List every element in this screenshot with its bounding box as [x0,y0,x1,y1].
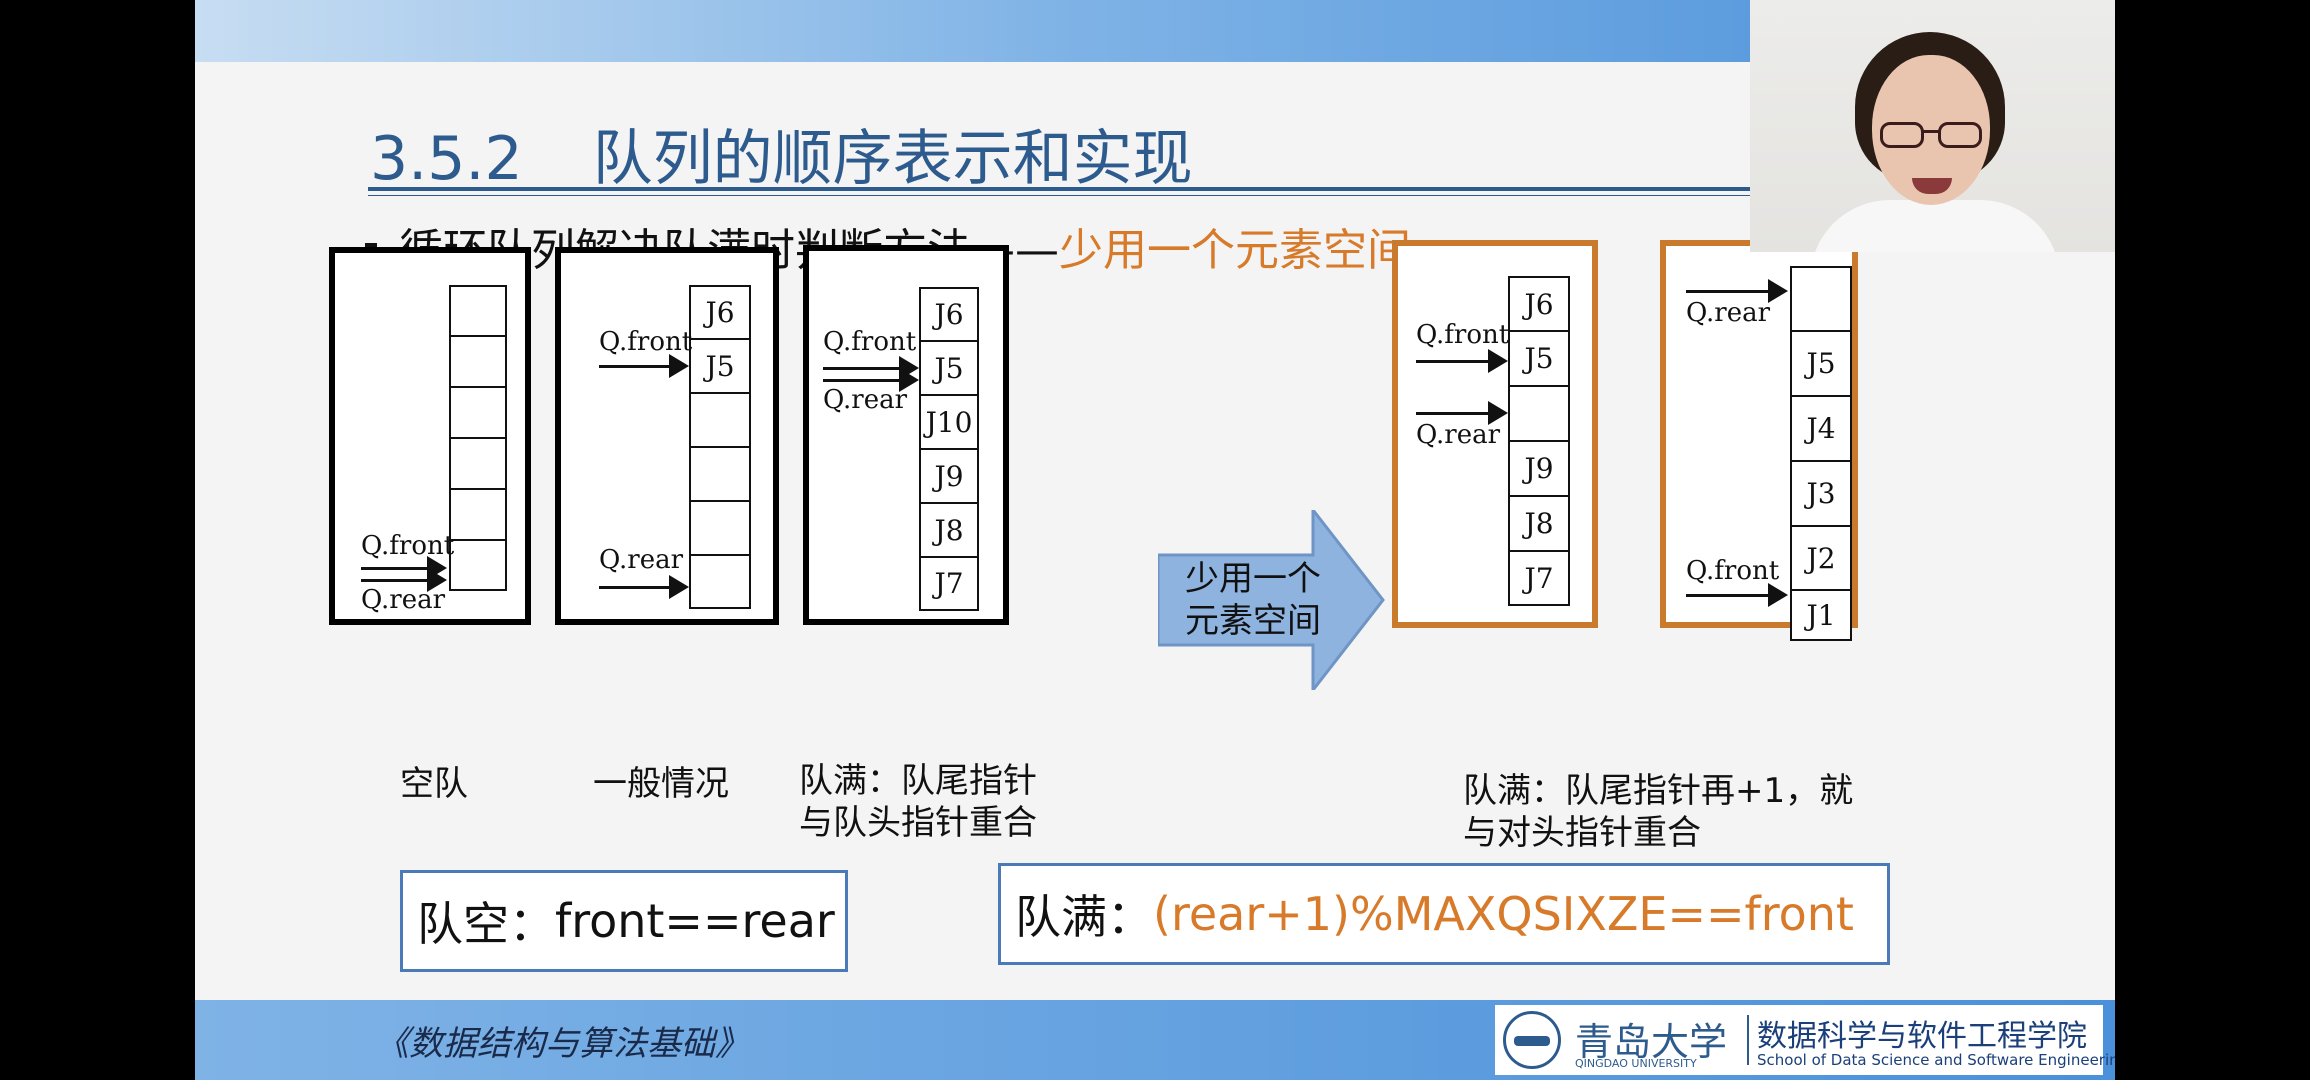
rear-pointer-label: Q.rear [599,545,683,575]
queue-cell: J7 [1508,550,1570,606]
rear-pointer-label: Q.rear [823,385,907,415]
empty-condition-expr: front==rear [555,894,835,948]
rear-pointer-arrow-icon [823,379,915,382]
front-pointer-label: Q.front [1686,556,1779,586]
queue-cell [449,539,507,591]
queue-cell: J6 [919,287,979,342]
queue-cell: J2 [1790,525,1852,591]
queue-cell: J9 [919,448,979,504]
queue-cell [449,285,507,337]
queue-cell: J6 [1508,276,1570,332]
front-pointer-arrow-icon [1416,360,1504,363]
section-number: 3.5.2 [370,124,523,194]
diagram-general-queue: J6 J5 Q.front Q.rear [555,247,779,625]
queue-cell: J9 [1508,440,1570,497]
queue-cell [449,488,507,541]
diagram-full-reserved-b: J5 J4 J3 J2 J1 Q.rear Q.front [1660,240,1858,628]
queue-cell: J7 [919,556,979,611]
title-divider-thin [368,195,1868,196]
front-pointer-arrow-icon [1686,594,1784,597]
queue-cell: J3 [1790,460,1852,527]
empty-condition-box: 队空：front==rear [400,870,848,972]
rear-pointer-arrow-icon [599,586,685,589]
university-name-en: QINGDAO UNIVERSITY [1575,1057,1697,1070]
transition-label: 少用一个 元素空间 [1185,558,1321,642]
queue-cell: J6 [689,285,751,340]
queue-cell: J1 [1790,589,1852,641]
title-divider [368,187,1868,191]
full-condition-expr: (rear+1)%MAXQSIXZE==front [1153,887,1854,941]
full-condition-box: 队满：(rear+1)%MAXQSIXZE==front [998,863,1890,965]
queue-cell [689,446,751,502]
queue-cell [1790,266,1852,332]
caption-full-overlap-line1: 队满：队尾指针 [799,760,1037,802]
presenter-webcam [1750,0,2115,252]
queue-cell [449,335,507,388]
queue-cell [1508,385,1570,442]
transition-label-line1: 少用一个 [1185,558,1321,600]
queue-cell: J8 [919,502,979,558]
queue-cell [689,500,751,556]
caption-empty: 空队 [400,763,468,805]
queue-cell: J10 [919,394,979,450]
slide-title: 3.5.2 队列的顺序表示和实现 [370,110,1193,197]
rear-pointer-arrow-icon [1686,290,1784,293]
full-condition-prefix: 队满： [1015,881,1153,947]
queue-cell: J4 [1790,395,1852,462]
department-name-en: School of Data Science and Software Engi… [1757,1051,2115,1069]
logo-divider [1747,1015,1749,1065]
rear-pointer-label: Q.rear [1686,298,1770,328]
transition-label-line2: 元素空间 [1185,600,1321,642]
queue-cell [449,386,507,439]
front-pointer-arrow-icon [599,365,685,368]
empty-condition-prefix: 队空： [417,888,555,954]
diagram-full-overlap-queue: J6 J5 J10 J9 J8 J7 Q.front Q.rear [803,245,1009,625]
queue-cell [689,554,751,609]
presenter-glasses-icon [1880,122,1982,150]
queue-cell: J8 [1508,495,1570,552]
university-logo: 青岛大学 QINGDAO UNIVERSITY 数据科学与软件工程学院 Scho… [1495,1005,2103,1075]
queue-cell [449,437,507,490]
caption-full-reserved: 队满：队尾指针再+1，就 与对头指针重合 [1463,770,1853,854]
caption-full-reserved-line2: 与对头指针重合 [1463,812,1853,854]
caption-full-overlap-line2: 与队头指针重合 [799,802,1037,844]
queue-cell: J5 [919,340,979,396]
diagram-empty-queue: Q.front Q.rear [329,247,531,625]
queue-cell: J5 [689,338,751,394]
queue-cell: J5 [1790,330,1852,397]
rear-pointer-arrow-icon [1416,412,1504,415]
diagram-full-reserved-a: J6 J5 J9 J8 J7 Q.front Q.rear [1392,240,1598,628]
caption-general: 一般情况 [593,763,729,805]
rear-pointer-arrow-icon [361,579,443,582]
queue-cell [689,392,751,448]
caption-full-overlap: 队满：队尾指针 与队头指针重合 [799,760,1037,844]
presenter-body [1810,200,2060,252]
front-pointer-label: Q.front [823,327,916,357]
book-title: 《数据结构与算法基础》 [375,1016,749,1065]
section-title: 队列的顺序表示和实现 [593,124,1193,194]
bullet-highlight-text: 少用一个元素空间: [1059,225,1426,276]
rear-pointer-label: Q.rear [361,585,445,615]
caption-full-reserved-line1: 队满：队尾指针再+1，就 [1463,770,1853,812]
front-pointer-label: Q.front [599,327,692,357]
front-pointer-label: Q.front [1416,320,1509,350]
university-emblem-icon [1503,1011,1561,1069]
queue-cell: J5 [1508,330,1570,387]
rear-pointer-label: Q.rear [1416,420,1500,450]
department-name-cn: 数据科学与软件工程学院 [1757,1011,2087,1055]
